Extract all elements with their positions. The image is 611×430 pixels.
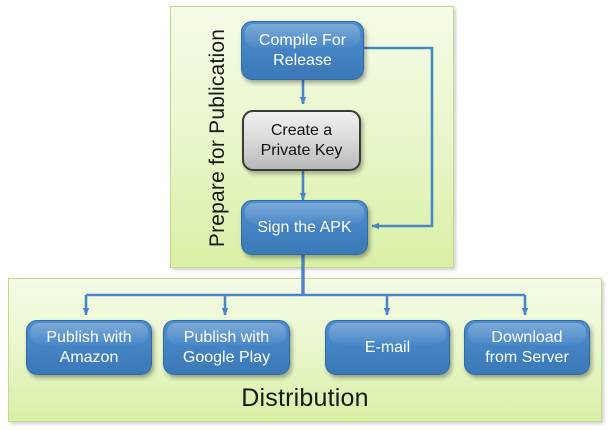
node-email-label: E-mail: [364, 338, 411, 356]
node-publish-with-google-play-label: Publish with Google Play: [182, 328, 271, 366]
prepare-for-publication-label: Prepare for Publication: [206, 28, 229, 248]
node-publish-with-amazon[interactable]: Publish with Amazon: [26, 320, 152, 375]
node-email[interactable]: E-mail: [325, 320, 450, 375]
node-compile-for-release-label: Compile For Release: [258, 31, 347, 69]
distribution-label: Distribution: [241, 384, 369, 412]
node-sign-the-apk-label: Sign the APK: [257, 218, 352, 236]
node-download-from-server-label: Download from Server: [485, 328, 569, 366]
node-compile-for-release[interactable]: Compile For Release: [241, 21, 364, 80]
node-publish-with-google-play[interactable]: Publish with Google Play: [163, 320, 290, 375]
node-download-from-server[interactable]: Download from Server: [464, 320, 590, 375]
node-create-a-private-key-label: Create a Private Key: [260, 121, 343, 159]
node-publish-with-amazon-label: Publish with Amazon: [46, 328, 132, 366]
node-sign-the-apk[interactable]: Sign the APK: [241, 200, 368, 255]
node-create-a-private-key[interactable]: Create a Private Key: [242, 110, 361, 171]
